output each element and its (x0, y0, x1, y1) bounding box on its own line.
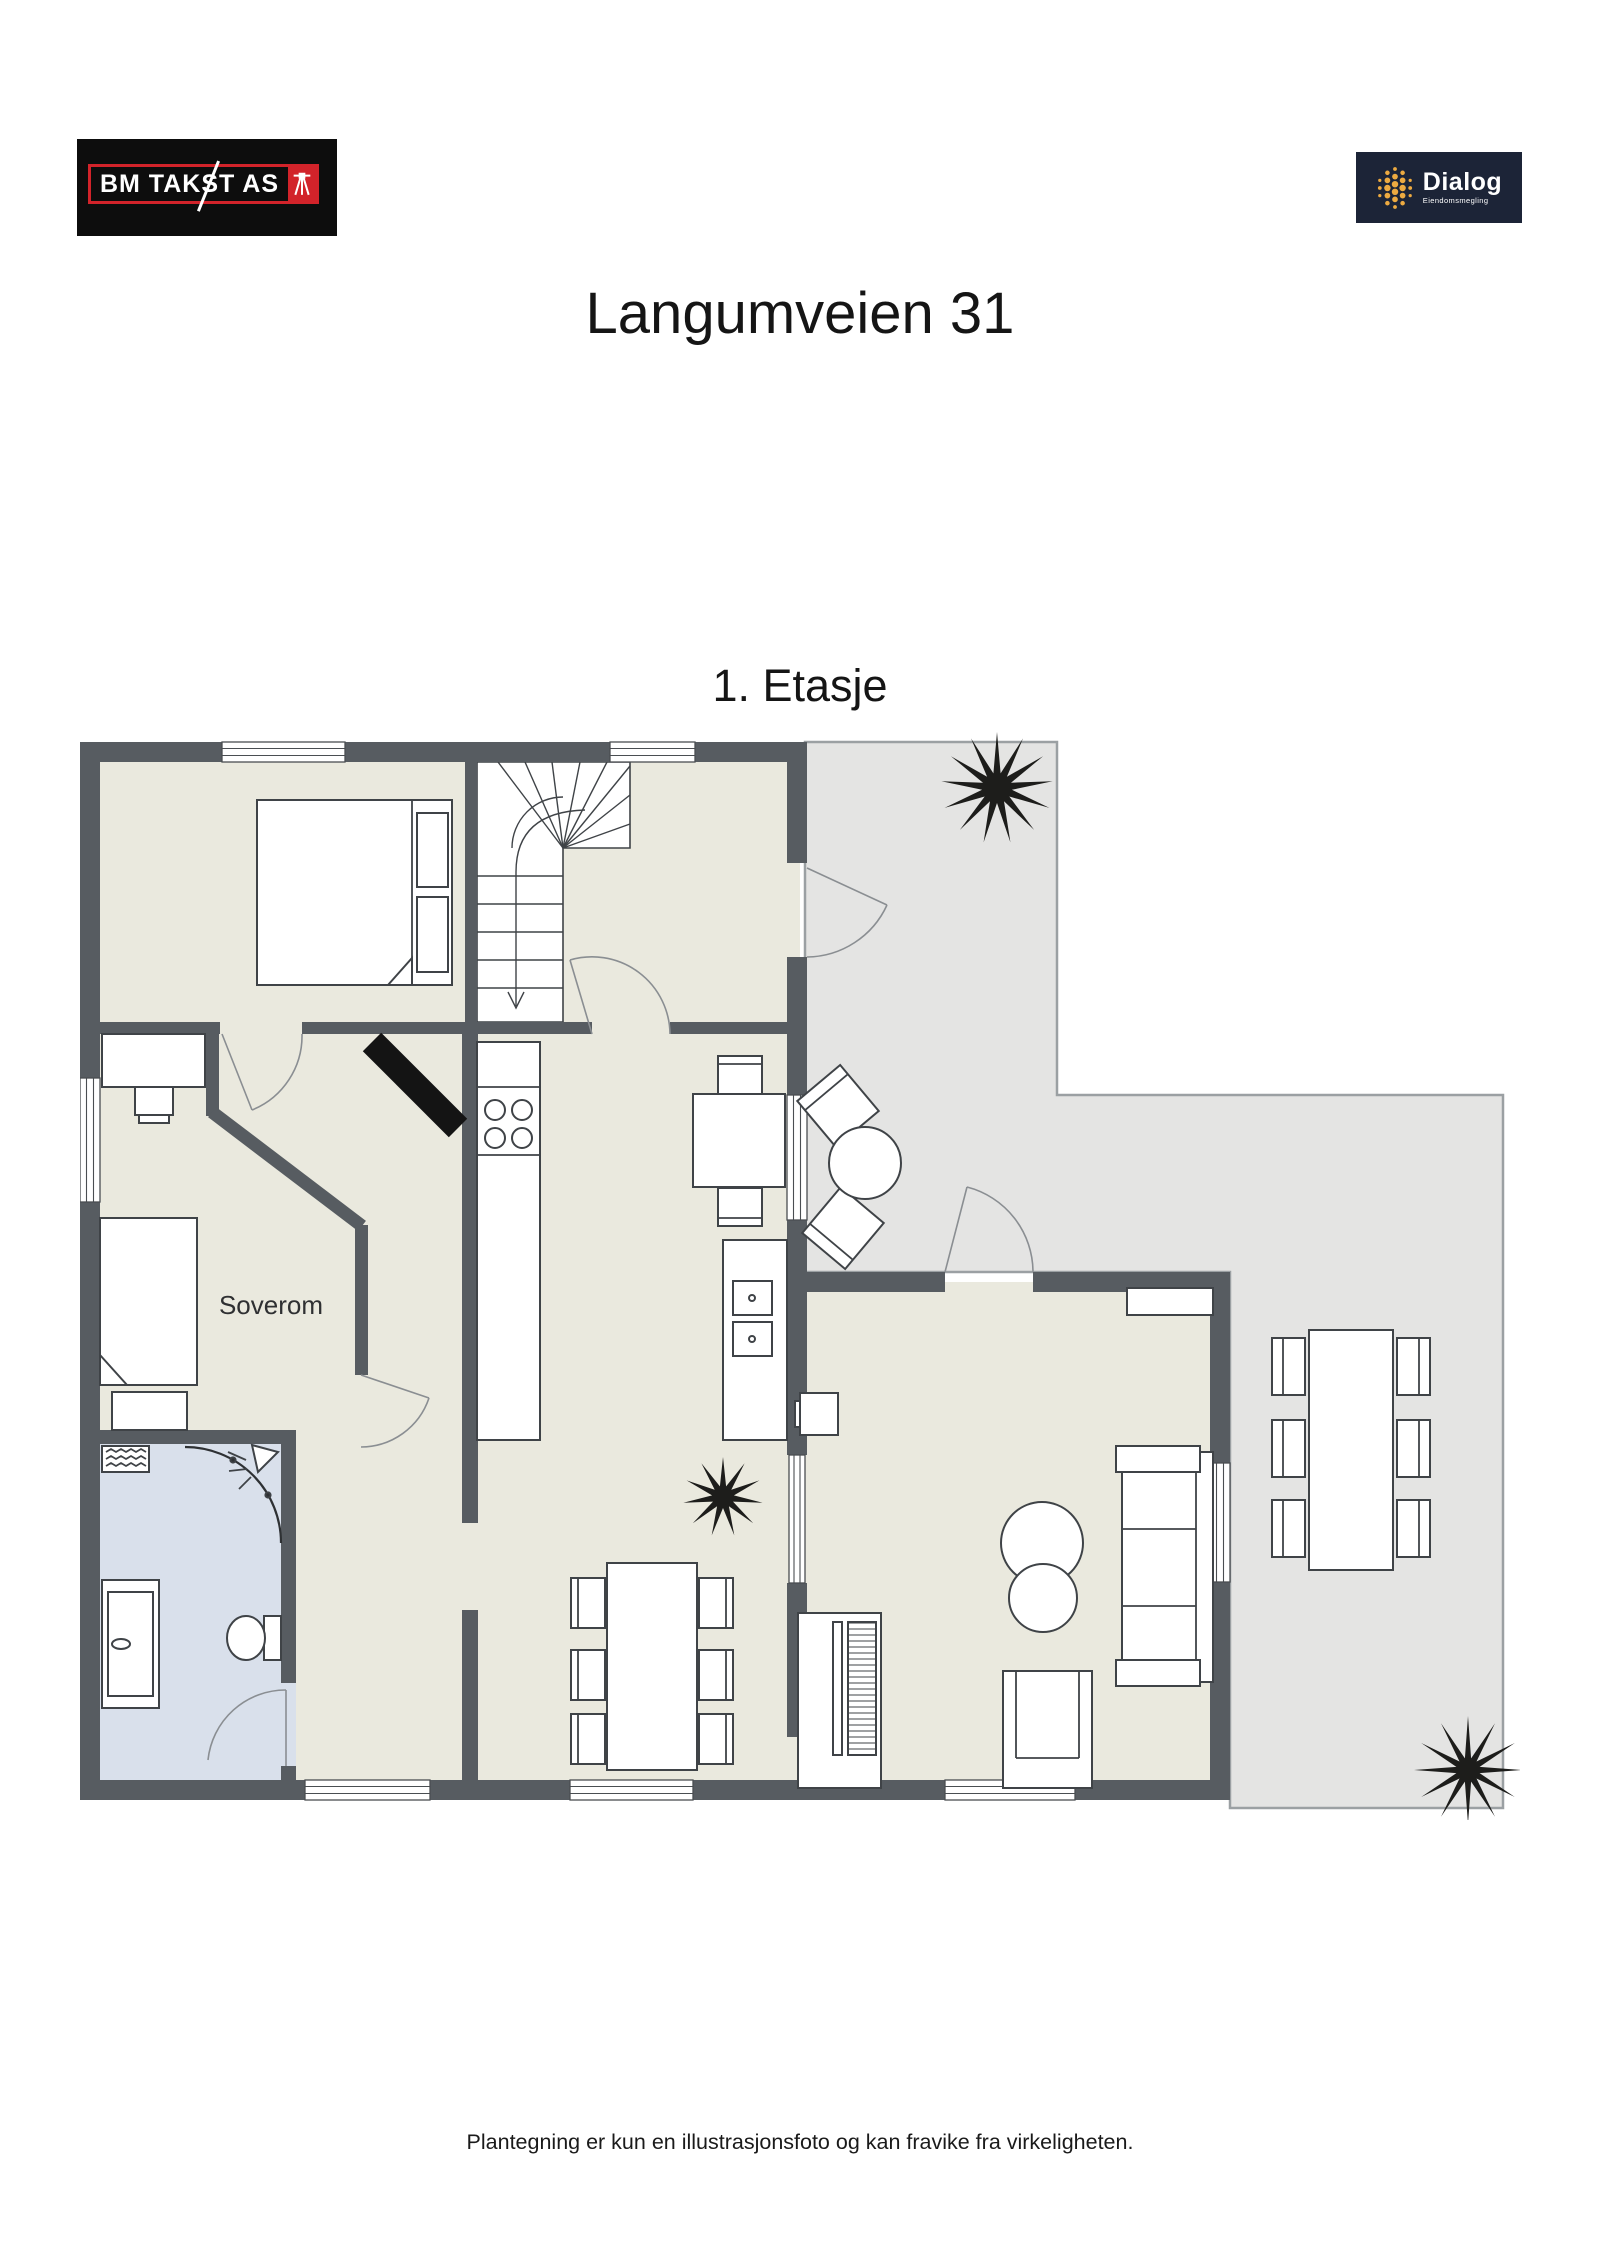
window (569, 1779, 694, 1801)
chair (698, 1649, 734, 1701)
chair (570, 1713, 606, 1765)
kitchen-table (692, 1093, 786, 1188)
chair (1271, 1337, 1306, 1396)
wall-diagonal (208, 1106, 366, 1232)
shower-head-icon (250, 1443, 280, 1474)
kitchen-counter (476, 1041, 541, 1441)
piano (797, 1612, 882, 1789)
floor-label: 1. Etasje (712, 660, 888, 711)
pillow (416, 896, 449, 973)
surveyor-tripod-icon (288, 167, 316, 201)
shower (184, 1443, 283, 1544)
windows (80, 741, 1231, 1801)
door-living-terrace (944, 1186, 1034, 1273)
plant-terrace-top (941, 732, 1053, 843)
chair (1271, 1499, 1306, 1558)
stove-burner (511, 1127, 533, 1149)
chair (570, 1649, 606, 1701)
bm-takst-logo-text: BM TAKST AS (99, 169, 280, 198)
stairs-down-arrow (507, 991, 525, 1010)
window (786, 1094, 808, 1221)
door-terrace-hall (806, 867, 888, 958)
chair (1396, 1499, 1431, 1558)
dialog-logo: Dialog Eiendomsmegling (1356, 152, 1522, 223)
terrace-round-table (828, 1126, 902, 1200)
chair (1271, 1419, 1306, 1478)
coffee-tables (1000, 1501, 1084, 1633)
dialog-logo-text: Dialog (1422, 168, 1503, 197)
dialog-dots-icon (1377, 166, 1412, 209)
bathroom-fixtures (101, 1443, 283, 1709)
bm-takst-logo: BM TAKST AS (77, 139, 337, 236)
stove-burner (484, 1127, 506, 1149)
plant-indoor (683, 1457, 763, 1536)
terrace-furniture (795, 1063, 1431, 1571)
piano-keys (847, 1621, 877, 1756)
tv (794, 1392, 839, 1436)
dialog-logo-subtext: Eiendomsmegling (1422, 196, 1489, 206)
doors (207, 867, 1034, 1766)
fireplace (362, 1032, 468, 1138)
blanket-fold (99, 1352, 130, 1386)
chair (717, 1187, 763, 1227)
sofa (1115, 1445, 1214, 1687)
window (221, 741, 346, 763)
door-hall-kitchen (569, 956, 671, 1035)
room-label-soverom: Soverom (219, 1290, 323, 1320)
page-title: Langumveien 31 (585, 281, 1015, 346)
chair (1396, 1419, 1431, 1478)
chair (717, 1055, 763, 1095)
kitchen-island (722, 1239, 788, 1441)
blanket-fold (385, 955, 413, 986)
door-soverom (360, 1374, 430, 1448)
double-bed (256, 799, 453, 986)
single-bed (99, 1217, 198, 1431)
window (80, 1077, 101, 1203)
stove-burner (511, 1099, 533, 1121)
washing-machine (101, 1445, 150, 1473)
kitchen-table-set (692, 1055, 786, 1227)
window (609, 741, 696, 763)
chair (570, 1577, 606, 1629)
chair (1396, 1337, 1431, 1396)
bathroom-vanity (101, 1579, 160, 1709)
window (1209, 1462, 1231, 1583)
house-floor (90, 752, 1222, 1792)
nightstand (111, 1391, 188, 1431)
desk-chair (134, 1086, 174, 1116)
pillow (416, 812, 449, 888)
wide-opening (788, 1454, 806, 1584)
door-bedroom (221, 1033, 303, 1111)
side-table (1126, 1287, 1214, 1316)
toilet (226, 1615, 282, 1661)
armchair (1002, 1670, 1093, 1789)
chair (698, 1713, 734, 1765)
dining-set (570, 1562, 734, 1771)
living-room-furniture (794, 1287, 1214, 1789)
stairs-walk-line (515, 809, 586, 1006)
window (304, 1779, 431, 1801)
outdoor-dining-table (1308, 1329, 1394, 1571)
plant-terrace-bottom (1414, 1716, 1520, 1820)
door-bathroom (207, 1689, 287, 1766)
dining-table (606, 1562, 698, 1771)
bm-takst-logo-frame: BM TAKST AS (88, 160, 319, 212)
desk (101, 1033, 206, 1124)
outdoor-dining-set (1271, 1329, 1431, 1571)
stove-burner (484, 1099, 506, 1121)
terrace-chair (800, 1185, 886, 1271)
kitchen-furniture (476, 1041, 788, 1441)
disclaimer-text: Plantegning er kun en illustrasjonsfoto … (466, 2130, 1134, 2154)
floor-plan: Soverom (80, 732, 1520, 1820)
chair (698, 1577, 734, 1629)
bedroom-furniture (99, 799, 453, 1431)
